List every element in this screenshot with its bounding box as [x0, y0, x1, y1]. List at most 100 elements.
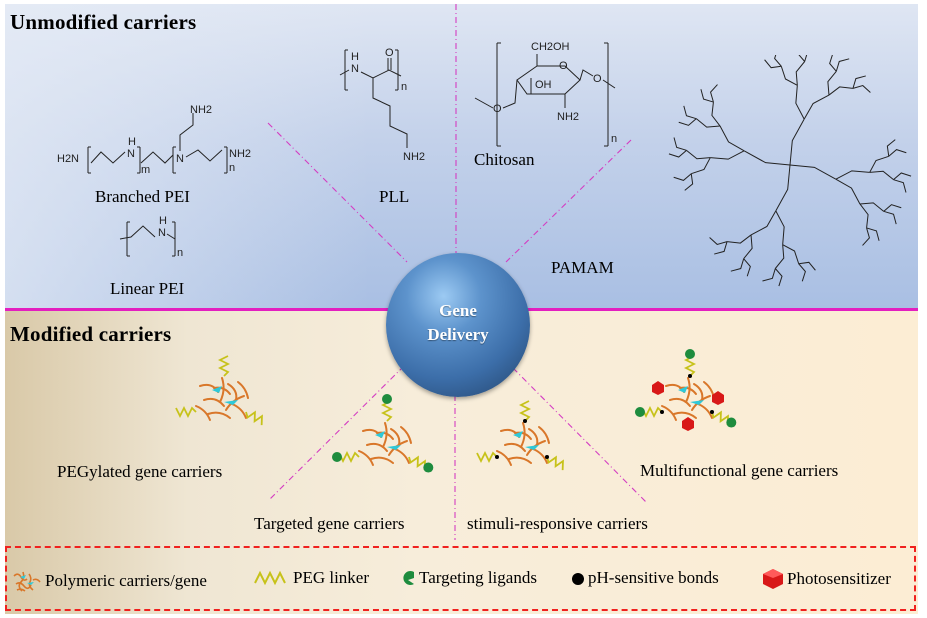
- dendrimer-branch: [852, 75, 866, 89]
- svg-text:H2N: H2N: [57, 153, 79, 165]
- gene-strand: [375, 431, 385, 438]
- svg-text:O: O: [385, 47, 394, 59]
- targeting-ligand: [382, 394, 392, 404]
- dendrimer-branch: [743, 234, 753, 260]
- peg-linker: [217, 355, 231, 377]
- peg-linker: [380, 400, 394, 422]
- center-label-line1: Gene: [439, 301, 477, 320]
- peg-linker: [408, 455, 426, 471]
- gene-strand: [212, 386, 222, 393]
- dendrimer-branch: [719, 125, 745, 152]
- photosensitizer-icon: [763, 569, 783, 589]
- peg-linker: [546, 455, 564, 471]
- peg-linker-icon: [254, 570, 286, 586]
- chitosan-label: Chitosan: [474, 150, 535, 169]
- dendrimer-branch: [835, 178, 861, 205]
- dendrimer-branch: [710, 150, 745, 160]
- carrier-particle: [476, 400, 564, 471]
- svg-text:m: m: [141, 164, 150, 175]
- dendrimer-branch: [775, 210, 785, 245]
- svg-text:N: N: [351, 63, 359, 75]
- dendrimer-branch: [743, 150, 791, 166]
- photosensitizer: [682, 417, 694, 431]
- svg-text:H: H: [159, 215, 167, 227]
- pll-structure: N H O n NH2: [339, 47, 425, 163]
- gene-strand: [513, 431, 523, 438]
- targeting-ligand-icon: [403, 571, 414, 585]
- gene-strand: [525, 445, 539, 450]
- dendrimer-branch: [893, 172, 912, 181]
- dendrimer-branch: [780, 66, 798, 86]
- dendrimer-branch: [862, 227, 870, 246]
- targeted-carriers-label: Targeted gene carriers: [254, 514, 405, 533]
- polymer-gene-icon: [13, 571, 41, 592]
- ph-bond: [495, 455, 499, 459]
- svg-text:OH: OH: [535, 79, 552, 91]
- svg-text:N: N: [127, 148, 135, 160]
- modified-carriers-title: Modified carriers: [10, 322, 172, 346]
- dendrimer-branch: [743, 258, 751, 277]
- svg-text:O: O: [493, 103, 502, 115]
- ph-bond: [660, 410, 664, 414]
- svg-text:H: H: [351, 51, 359, 63]
- legend-label: Polymeric carriers/gene: [45, 571, 207, 590]
- peg-linker: [711, 410, 729, 426]
- photosensitizer: [652, 381, 664, 395]
- unmodified-carriers-panel: [5, 4, 918, 308]
- dendrimer-branch: [683, 105, 697, 120]
- dendrimer-branch: [668, 149, 687, 158]
- peg-linker: [245, 410, 263, 426]
- svg-text:n: n: [611, 133, 617, 145]
- dendrimer-branch: [673, 173, 692, 181]
- legend-item-ph-bond: pH-sensitive bonds: [570, 568, 719, 588]
- photosensitizer: [712, 391, 724, 405]
- dendrimer-branch: [888, 149, 907, 157]
- gene-strand: [224, 400, 238, 405]
- chitosan-structure: CH2OH O OH NH2 O O n: [474, 41, 617, 147]
- ph-bond: [523, 419, 527, 423]
- gene-strand: [387, 445, 401, 450]
- carrier-particle: [635, 349, 737, 431]
- dendrimer-branch: [764, 59, 782, 69]
- svg-text:N: N: [176, 153, 184, 165]
- dendrimer-branch: [774, 55, 782, 67]
- dendrimer-branch: [886, 139, 896, 157]
- peg-linker: [641, 405, 663, 419]
- svg-text:NH2: NH2: [557, 111, 579, 123]
- legend-item-peg: PEG linker: [253, 568, 369, 588]
- legend-item-ligand: Targeting ligands: [399, 568, 537, 588]
- dendrimer-branch: [883, 210, 897, 225]
- dendrimer-branch: [691, 157, 711, 175]
- branched-pei-label: Branched PEI: [95, 187, 190, 206]
- ph-bond: [545, 455, 549, 459]
- dendrimer-branch: [762, 268, 776, 282]
- dendrimer-branch: [684, 173, 694, 191]
- peg-linker: [683, 355, 697, 377]
- separator-line: [512, 367, 647, 503]
- legend-label: Targeting ligands: [419, 568, 537, 587]
- peg-linker: [476, 450, 498, 464]
- dendrimer-branch: [782, 244, 800, 264]
- svg-text:O: O: [559, 60, 568, 72]
- dendrimer-branch: [774, 244, 785, 269]
- dendrimer-branch: [803, 94, 830, 120]
- linear-pei-structure: N H n: [119, 215, 183, 259]
- peg-linker: [338, 450, 360, 464]
- dendrimer-branch: [710, 84, 718, 103]
- dendrimer-branch: [852, 85, 871, 93]
- dendrimer-branch: [798, 263, 806, 282]
- ph-bond: [710, 410, 714, 414]
- svg-text:n: n: [401, 81, 407, 93]
- linear-pei-label: Linear PEI: [110, 279, 185, 298]
- legend: Polymeric carriers/gene PEG linker Targe…: [5, 546, 916, 611]
- pamam-structure: [668, 55, 912, 287]
- center-label-line2: Delivery: [427, 325, 489, 344]
- peg-linker: [175, 405, 197, 419]
- legend-item-polymer: Polymeric carriers/gene: [11, 568, 207, 594]
- pegylated-carriers-label: PEGylated gene carriers: [57, 462, 223, 481]
- svg-text:H: H: [128, 136, 136, 148]
- carrier-particle: [332, 394, 434, 473]
- svg-text:CH2OH: CH2OH: [531, 41, 570, 53]
- svg-text:NH2: NH2: [190, 105, 212, 116]
